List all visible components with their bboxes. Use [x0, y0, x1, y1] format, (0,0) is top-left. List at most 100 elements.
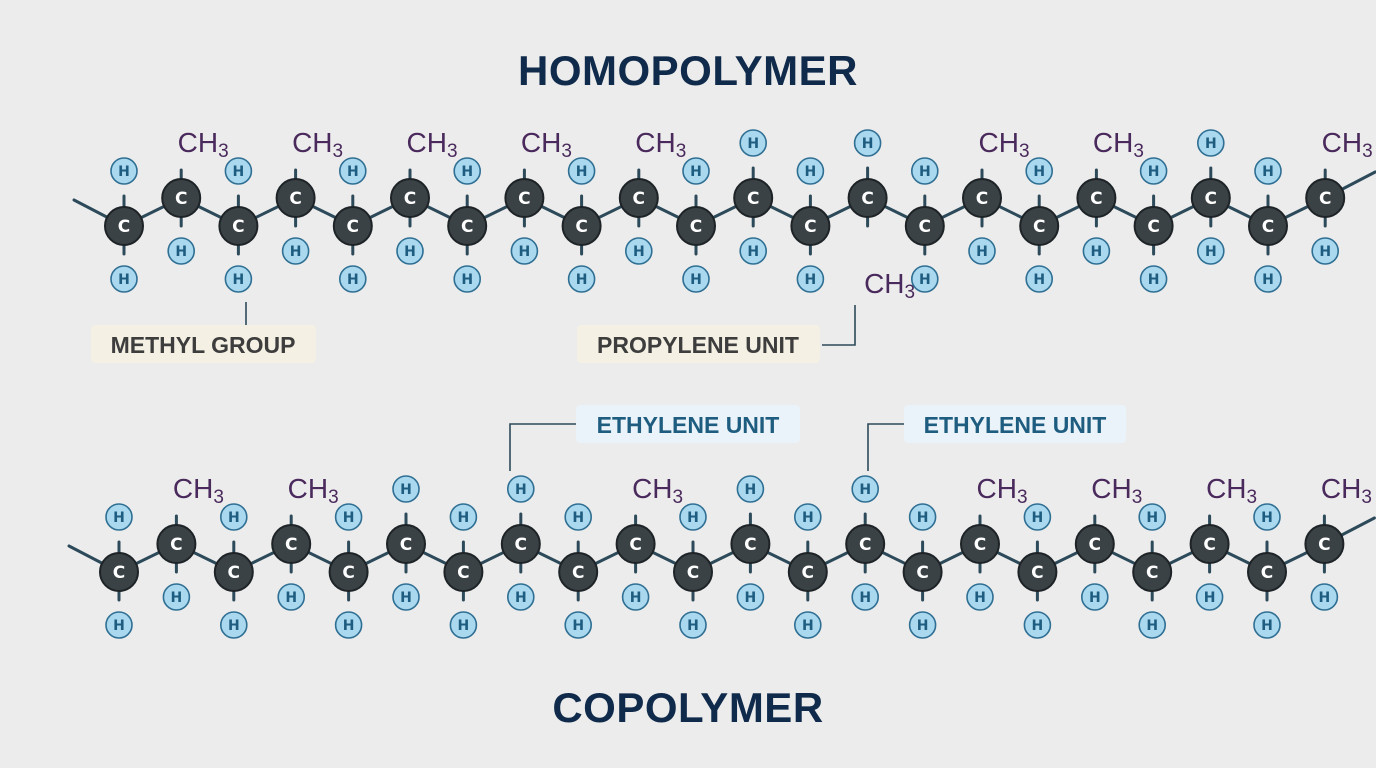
carbon-circle [845, 524, 886, 564]
carbon-atom: C [328, 552, 369, 592]
carbon-circle [161, 178, 202, 218]
hydrogen-atom: H [1025, 157, 1053, 185]
carbon-label: C [687, 563, 699, 583]
ethylene-unit-label-1: ETHYLENE UNIT [597, 412, 780, 438]
carbon-atom: C [271, 524, 312, 564]
hydrogen-atom: H [851, 475, 880, 503]
hydrogen-atom: H [1197, 237, 1225, 265]
hydrogen-label: H [633, 244, 645, 260]
carbon-label: C [232, 217, 244, 237]
hydrogen-label: H [917, 510, 929, 526]
hydrogen-atom: H [682, 157, 710, 185]
carbon-label: C [976, 189, 988, 209]
ethylene-unit-leader-2 [867, 423, 904, 471]
propylene-unit-label: PROPYLENE UNIT [597, 332, 799, 358]
hydrogen-label: H [461, 272, 473, 288]
hydrogen-label: H [113, 510, 125, 526]
carbon-circle [1189, 524, 1230, 564]
hydrogen-label: H [1205, 244, 1217, 260]
hydrogen-circle [338, 157, 367, 185]
carbon-circle [386, 524, 426, 564]
carbon-label: C [1318, 535, 1330, 555]
hydrogen-atom: H [449, 503, 478, 531]
hydrogen-circle [396, 237, 424, 265]
hydrogen-circle [1139, 265, 1168, 293]
hydrogen-circle [453, 265, 482, 293]
carbon-label: C [1090, 189, 1102, 209]
hydrogen-label: H [1146, 618, 1158, 634]
hydrogen-circle [506, 583, 535, 611]
hydrogen-label: H [1261, 618, 1273, 634]
hydrogen-label: H [1319, 590, 1331, 606]
hydrogen-atom: H [105, 503, 133, 531]
methyl-group-label: CH3 [632, 473, 683, 508]
carbon-label: C [747, 189, 759, 209]
hydrogen-label: H [1261, 510, 1273, 526]
hydrogen-label: H [1146, 510, 1158, 526]
hydrogen-label: H [1205, 136, 1217, 152]
hydrogen-atom: H [736, 583, 765, 611]
carbon-atom: C [558, 552, 599, 592]
hydrogen-label: H [1033, 272, 1045, 288]
carbon-label: C [1262, 217, 1274, 237]
methyl-group-label: CH3 [1206, 473, 1257, 508]
carbon-atom: C [960, 524, 1000, 564]
methyl-group-label: CH3 [978, 127, 1029, 162]
carbon-atom: C [1189, 524, 1230, 564]
hydrogen-circle [110, 265, 138, 293]
hydrogen-label: H [404, 244, 416, 260]
hydrogen-atom: H [567, 265, 596, 293]
hydrogen-atom: H [966, 583, 994, 611]
carbon-circle [500, 524, 541, 564]
hydrogen-circle [110, 157, 138, 185]
carbon-circle [99, 552, 139, 592]
carbon-label: C [1146, 563, 1158, 583]
hydrogen-label: H [1204, 590, 1216, 606]
hydrogen-label: H [859, 590, 871, 606]
carbon-circle [1019, 206, 1060, 246]
hydrogen-circle [224, 157, 253, 185]
carbon-label: C [1033, 217, 1045, 237]
carbon-circle [733, 178, 774, 218]
hydrogen-circle [682, 157, 710, 185]
propylene-unit-leader [822, 305, 856, 346]
carbon-label: C [744, 535, 756, 555]
hydrogen-atom: H [1025, 265, 1053, 293]
hydrogen-circle [910, 157, 939, 185]
carbon-circle [104, 206, 144, 246]
hydrogen-label: H [572, 618, 584, 634]
carbon-circle [558, 552, 599, 592]
carbon-label: C [515, 535, 527, 555]
ethylene-unit-leader-1 [509, 423, 576, 471]
hydrogen-label: H [919, 164, 931, 180]
hydrogen-label: H [118, 164, 130, 180]
hydrogen-atom: H [110, 265, 138, 293]
carbon-atom: C [1190, 178, 1231, 218]
carbon-label: C [1205, 189, 1217, 209]
hydrogen-atom: H [110, 157, 138, 185]
hydrogen-atom: H [453, 265, 482, 293]
hydrogen-atom: H [908, 611, 937, 639]
methyl-group-label: CH3 [173, 473, 224, 508]
carbon-label: C [1261, 563, 1273, 583]
carbon-circle [504, 178, 545, 218]
carbon-label: C [289, 189, 301, 209]
hydrogen-atom: H [739, 129, 768, 157]
hydrogen-atom: H [1023, 611, 1052, 639]
carbon-circle [275, 178, 316, 218]
carbon-atom: C [213, 552, 254, 592]
hydrogen-label: H [113, 618, 125, 634]
hydrogen-atom: H [224, 157, 253, 185]
copolymer-chain: HHCCH3HCHHCCH3HCHHCHHCHHCHHCHHCCH3HCHHCH… [99, 473, 1372, 639]
hydrogen-circle [510, 237, 539, 265]
hydrogen-label: H [400, 590, 412, 606]
hydrogen-atom: H [739, 237, 768, 265]
hydrogen-atom: H [392, 475, 420, 503]
hydrogen-label: H [1091, 244, 1103, 260]
propylene-unit-callout: PROPYLENE UNIT [577, 305, 856, 363]
carbon-circle [213, 552, 254, 592]
carbon-atom: C [504, 178, 545, 218]
carbon-circle [390, 178, 430, 218]
hydrogen-circle [682, 265, 710, 293]
hydrogen-label: H [233, 164, 245, 180]
